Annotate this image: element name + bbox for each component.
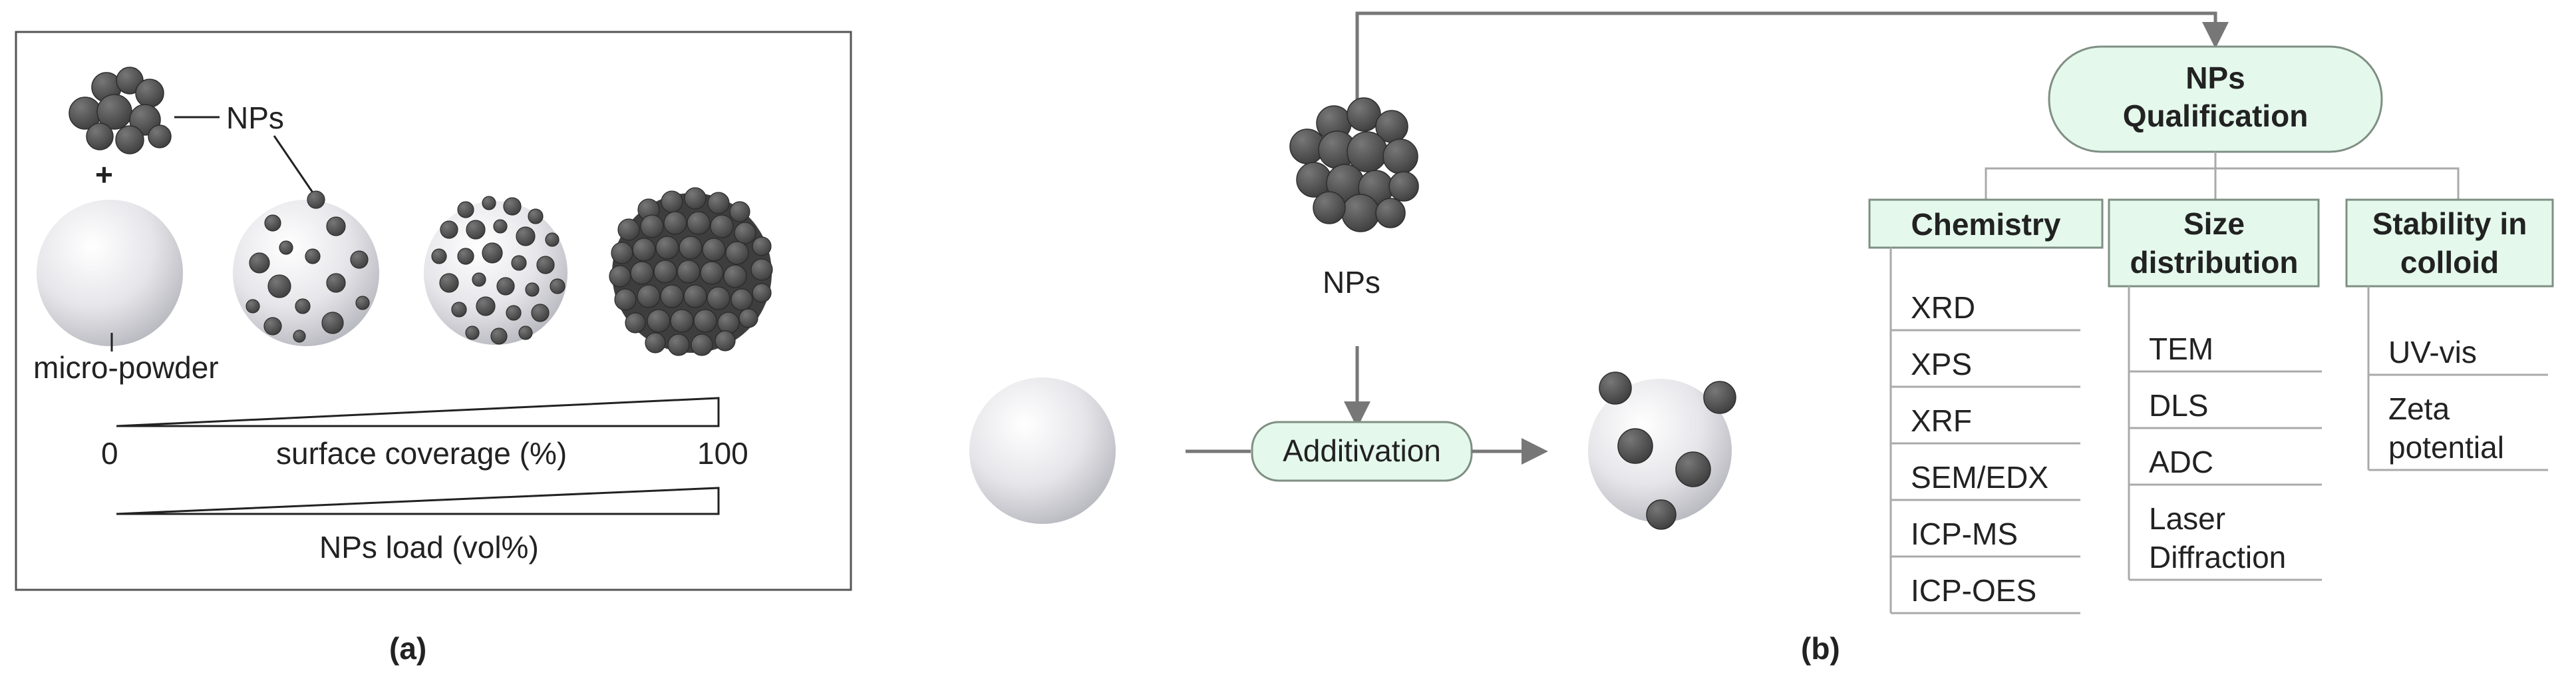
panel-b-micro-powder-sphere <box>969 377 1116 524</box>
sphere-medium-coverage <box>424 196 567 345</box>
method-chemistry-4: ICP-MS <box>1911 517 2018 551</box>
surface-coverage-label: surface coverage (%) <box>276 436 567 471</box>
panel-b: NPs Additivation NPs Qualification <box>969 11 2554 666</box>
category-chemistry-title: Chemistry <box>1911 207 2061 242</box>
method-size-0: TEM <box>2149 332 2213 366</box>
tree-connectors <box>1985 152 2460 200</box>
micro-powder-sphere <box>37 200 183 346</box>
panel-b-caption: (b) <box>1801 631 1840 666</box>
method-stability-1-line0: Zeta <box>2388 391 2450 426</box>
category-size-title-line2: distribution <box>2130 245 2299 280</box>
panel-a-caption: (a) <box>389 631 426 666</box>
category-stability: Stability in colloid <box>2345 198 2554 288</box>
nps-pointer-line <box>273 135 315 195</box>
method-chemistry-1: XPS <box>1911 347 1972 381</box>
method-size-3-line0: Laser <box>2149 501 2225 536</box>
method-chemistry-3: SEM/EDX <box>1911 460 2048 495</box>
category-stability-title-line1: Stability in <box>2372 206 2527 241</box>
sphere-low-coverage <box>233 190 379 346</box>
method-chemistry-0: XRD <box>1911 290 1975 325</box>
panel-b-np-cluster-icon <box>1289 97 1419 232</box>
method-chemistry-5: ICP-OES <box>1911 573 2036 608</box>
method-chemistry-2: XRF <box>1911 403 1972 438</box>
method-stability-0: UV-vis <box>2388 335 2477 369</box>
qualification-title-line1: NPs <box>2185 61 2245 95</box>
scale-max-label: 100 <box>697 436 748 471</box>
category-chemistry: Chemistry <box>1868 198 2104 249</box>
panel-a-nps-label: NPs <box>226 101 284 135</box>
method-stability-1-line1: potential <box>2388 430 2504 465</box>
additivation-label: Additivation <box>1283 433 1441 468</box>
np-cluster-icon <box>69 67 172 154</box>
sphere-full-coverage <box>609 187 773 356</box>
scale-min-label: 0 <box>101 436 118 471</box>
nps-load-label: NPs load (vol%) <box>319 530 539 565</box>
micro-powder-label: micro-powder <box>33 350 219 385</box>
surface-coverage-wedge <box>116 397 720 427</box>
panel-a: NPs + micro-powder <box>15 31 852 666</box>
category-size-title-line1: Size <box>2183 206 2245 241</box>
category-stability-title-line2: colloid <box>2400 245 2499 280</box>
panel-b-nps-label: NPs <box>1323 265 1380 300</box>
method-size-2: ADC <box>2149 445 2213 479</box>
category-size-distribution: Size distribution <box>2108 198 2320 288</box>
methods-layer: XRD XPS XRF SEM/EDX ICP-MS ICP-OES TEM DLS ADC La… <box>1889 248 2548 614</box>
top-connector-arrow <box>1355 11 2229 126</box>
nps-load-wedge <box>116 487 720 515</box>
qualification-title-line2: Qualification <box>2123 99 2309 133</box>
plus-sign: + <box>95 157 113 192</box>
method-size-3-line1: Diffraction <box>2149 540 2286 575</box>
method-size-1: DLS <box>2149 388 2208 423</box>
additivated-sphere <box>1588 371 1736 530</box>
